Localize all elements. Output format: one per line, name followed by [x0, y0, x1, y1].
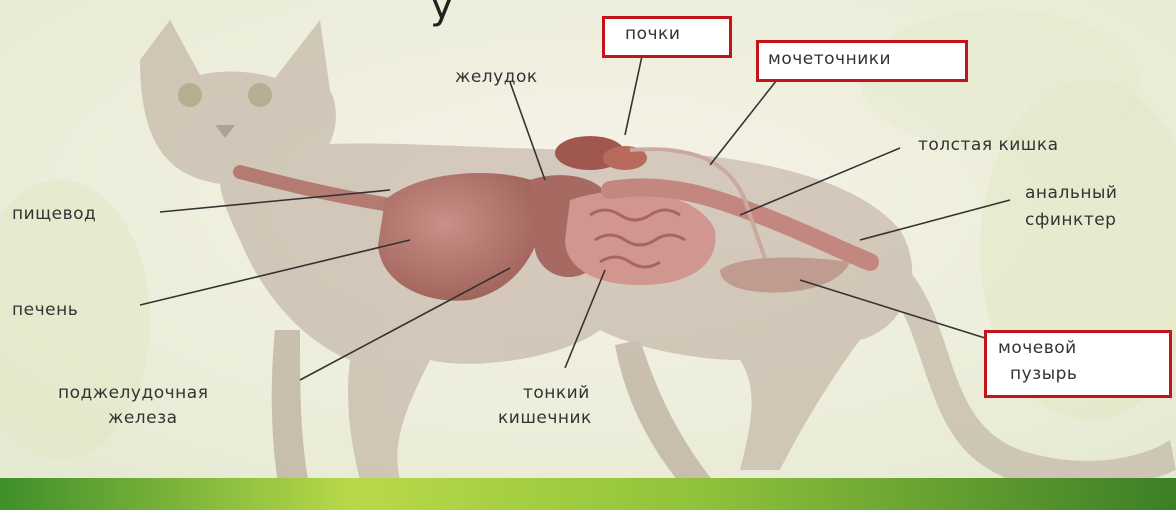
- label-stomach: желудок: [455, 67, 538, 87]
- label-esophagus: пищевод: [12, 204, 96, 224]
- ground-bar: [0, 478, 1176, 510]
- label-ureters: мочеточники: [768, 49, 891, 69]
- title-fragment: у: [430, 0, 454, 28]
- label-anal-sphincter-2: сфинктер: [1025, 210, 1116, 230]
- label-bladder-1: мочевой: [998, 338, 1077, 358]
- label-small-intestine-2: кишечник: [498, 408, 592, 428]
- label-bladder-2: пузырь: [1010, 364, 1077, 384]
- label-kidneys: почки: [625, 24, 680, 44]
- label-pancreas-2: железа: [108, 408, 178, 428]
- label-liver: печень: [12, 300, 78, 320]
- label-small-intestine-1: тонкий: [523, 383, 590, 403]
- label-large-intestine: толстая кишка: [918, 135, 1059, 155]
- label-pancreas-1: поджелудочная: [58, 383, 208, 403]
- label-anal-sphincter-1: анальный: [1025, 183, 1117, 203]
